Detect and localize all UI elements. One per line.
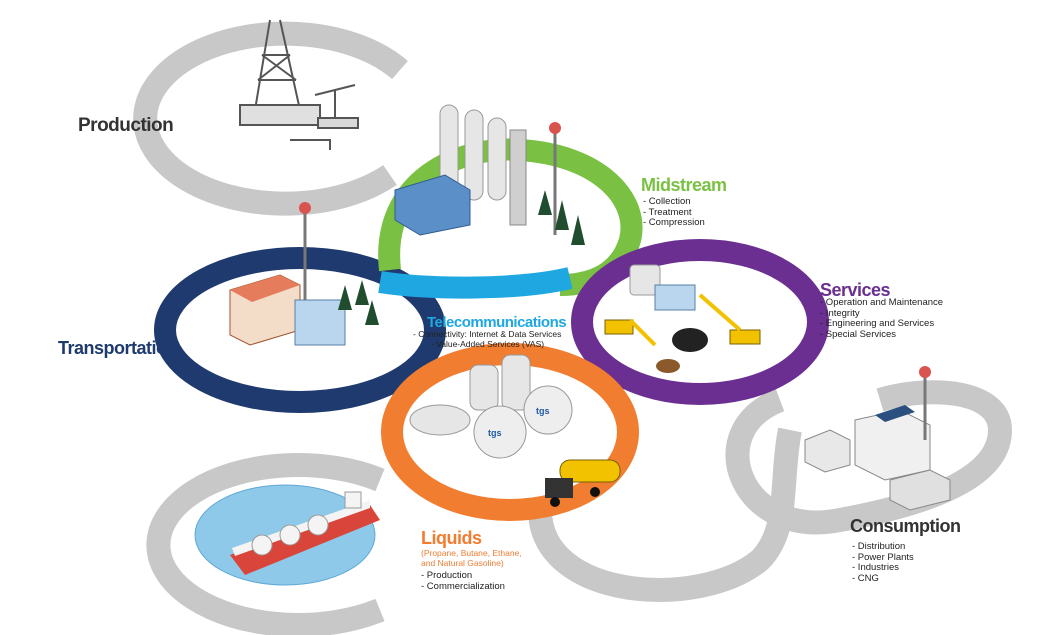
list-item: - Operation and Maintenance [820, 297, 944, 308]
list-item: - Value-Added Services (VAS) [431, 338, 545, 349]
transportation-ring [154, 247, 446, 413]
list-item: - Engineering and Services [820, 318, 935, 329]
liquids-ring [381, 343, 639, 521]
list-item: - Power Plants [852, 551, 914, 563]
list-item: - Integrity [820, 307, 860, 319]
list-item: - Industries [852, 562, 899, 573]
telecommunications-title: Telecommunications [427, 314, 567, 331]
consumption-items: - Distribution - Power Plants - Industri… [852, 541, 914, 584]
gas-processing-plant-icon [394, 104, 561, 236]
production-ring [133, 21, 408, 216]
production-title: Production [78, 115, 174, 136]
compressor-station-icon [229, 202, 346, 346]
list-item: - Special Services [820, 328, 897, 340]
pump-jack-icon [290, 84, 359, 150]
connector-ring [528, 427, 802, 602]
liquids-lower-ring [146, 453, 385, 635]
list-item: - Production [421, 570, 473, 581]
lng-ship-icon [230, 491, 380, 575]
lpg-storage-tanks-icon: tgs tgs [409, 354, 573, 459]
trees-icon [538, 190, 585, 245]
consumption-title: Consumption [850, 516, 961, 536]
list-item: - Collection [643, 196, 691, 207]
tanker-truck-icon [545, 459, 621, 507]
list-item: - CNG [852, 572, 879, 584]
subtitle-line: (Propane, Butane, Ethane, [421, 548, 522, 558]
liquids-subtitle: (Propane, Butane, Ethane, and Natural Ga… [421, 548, 522, 568]
services-items: - Operation and Maintenance - Integrity … [820, 297, 944, 340]
list-item: - Connectivity: Internet & Data Services [413, 329, 562, 339]
oil-derrick-icon [239, 19, 321, 126]
telecom-band [378, 267, 573, 299]
tank-logo: tgs [536, 406, 550, 416]
list-item: - Compression [643, 217, 705, 228]
services-ring [571, 239, 829, 405]
city-buildings-icon [804, 366, 951, 511]
list-item: - Distribution [852, 541, 906, 552]
tank-logo: tgs [488, 428, 502, 438]
services-title: Services [820, 280, 891, 300]
list-item: - Commercialization [421, 580, 505, 592]
services-equipment-icon [604, 264, 761, 373]
pine-trees-icon [338, 280, 379, 325]
midstream-items: - Collection - Treatment - Compression [643, 196, 705, 229]
transportation-title: Transportation [58, 338, 178, 358]
list-item: - Treatment [643, 206, 692, 218]
telecommunications-items: - Connectivity: Internet & Data Services… [413, 329, 562, 349]
subtitle-line: and Natural Gasoline) [421, 557, 504, 568]
liquids-items: - Production - Commercialization [421, 570, 505, 592]
midstream-title: Midstream [641, 175, 727, 195]
liquids-title: Liquids [421, 528, 482, 548]
